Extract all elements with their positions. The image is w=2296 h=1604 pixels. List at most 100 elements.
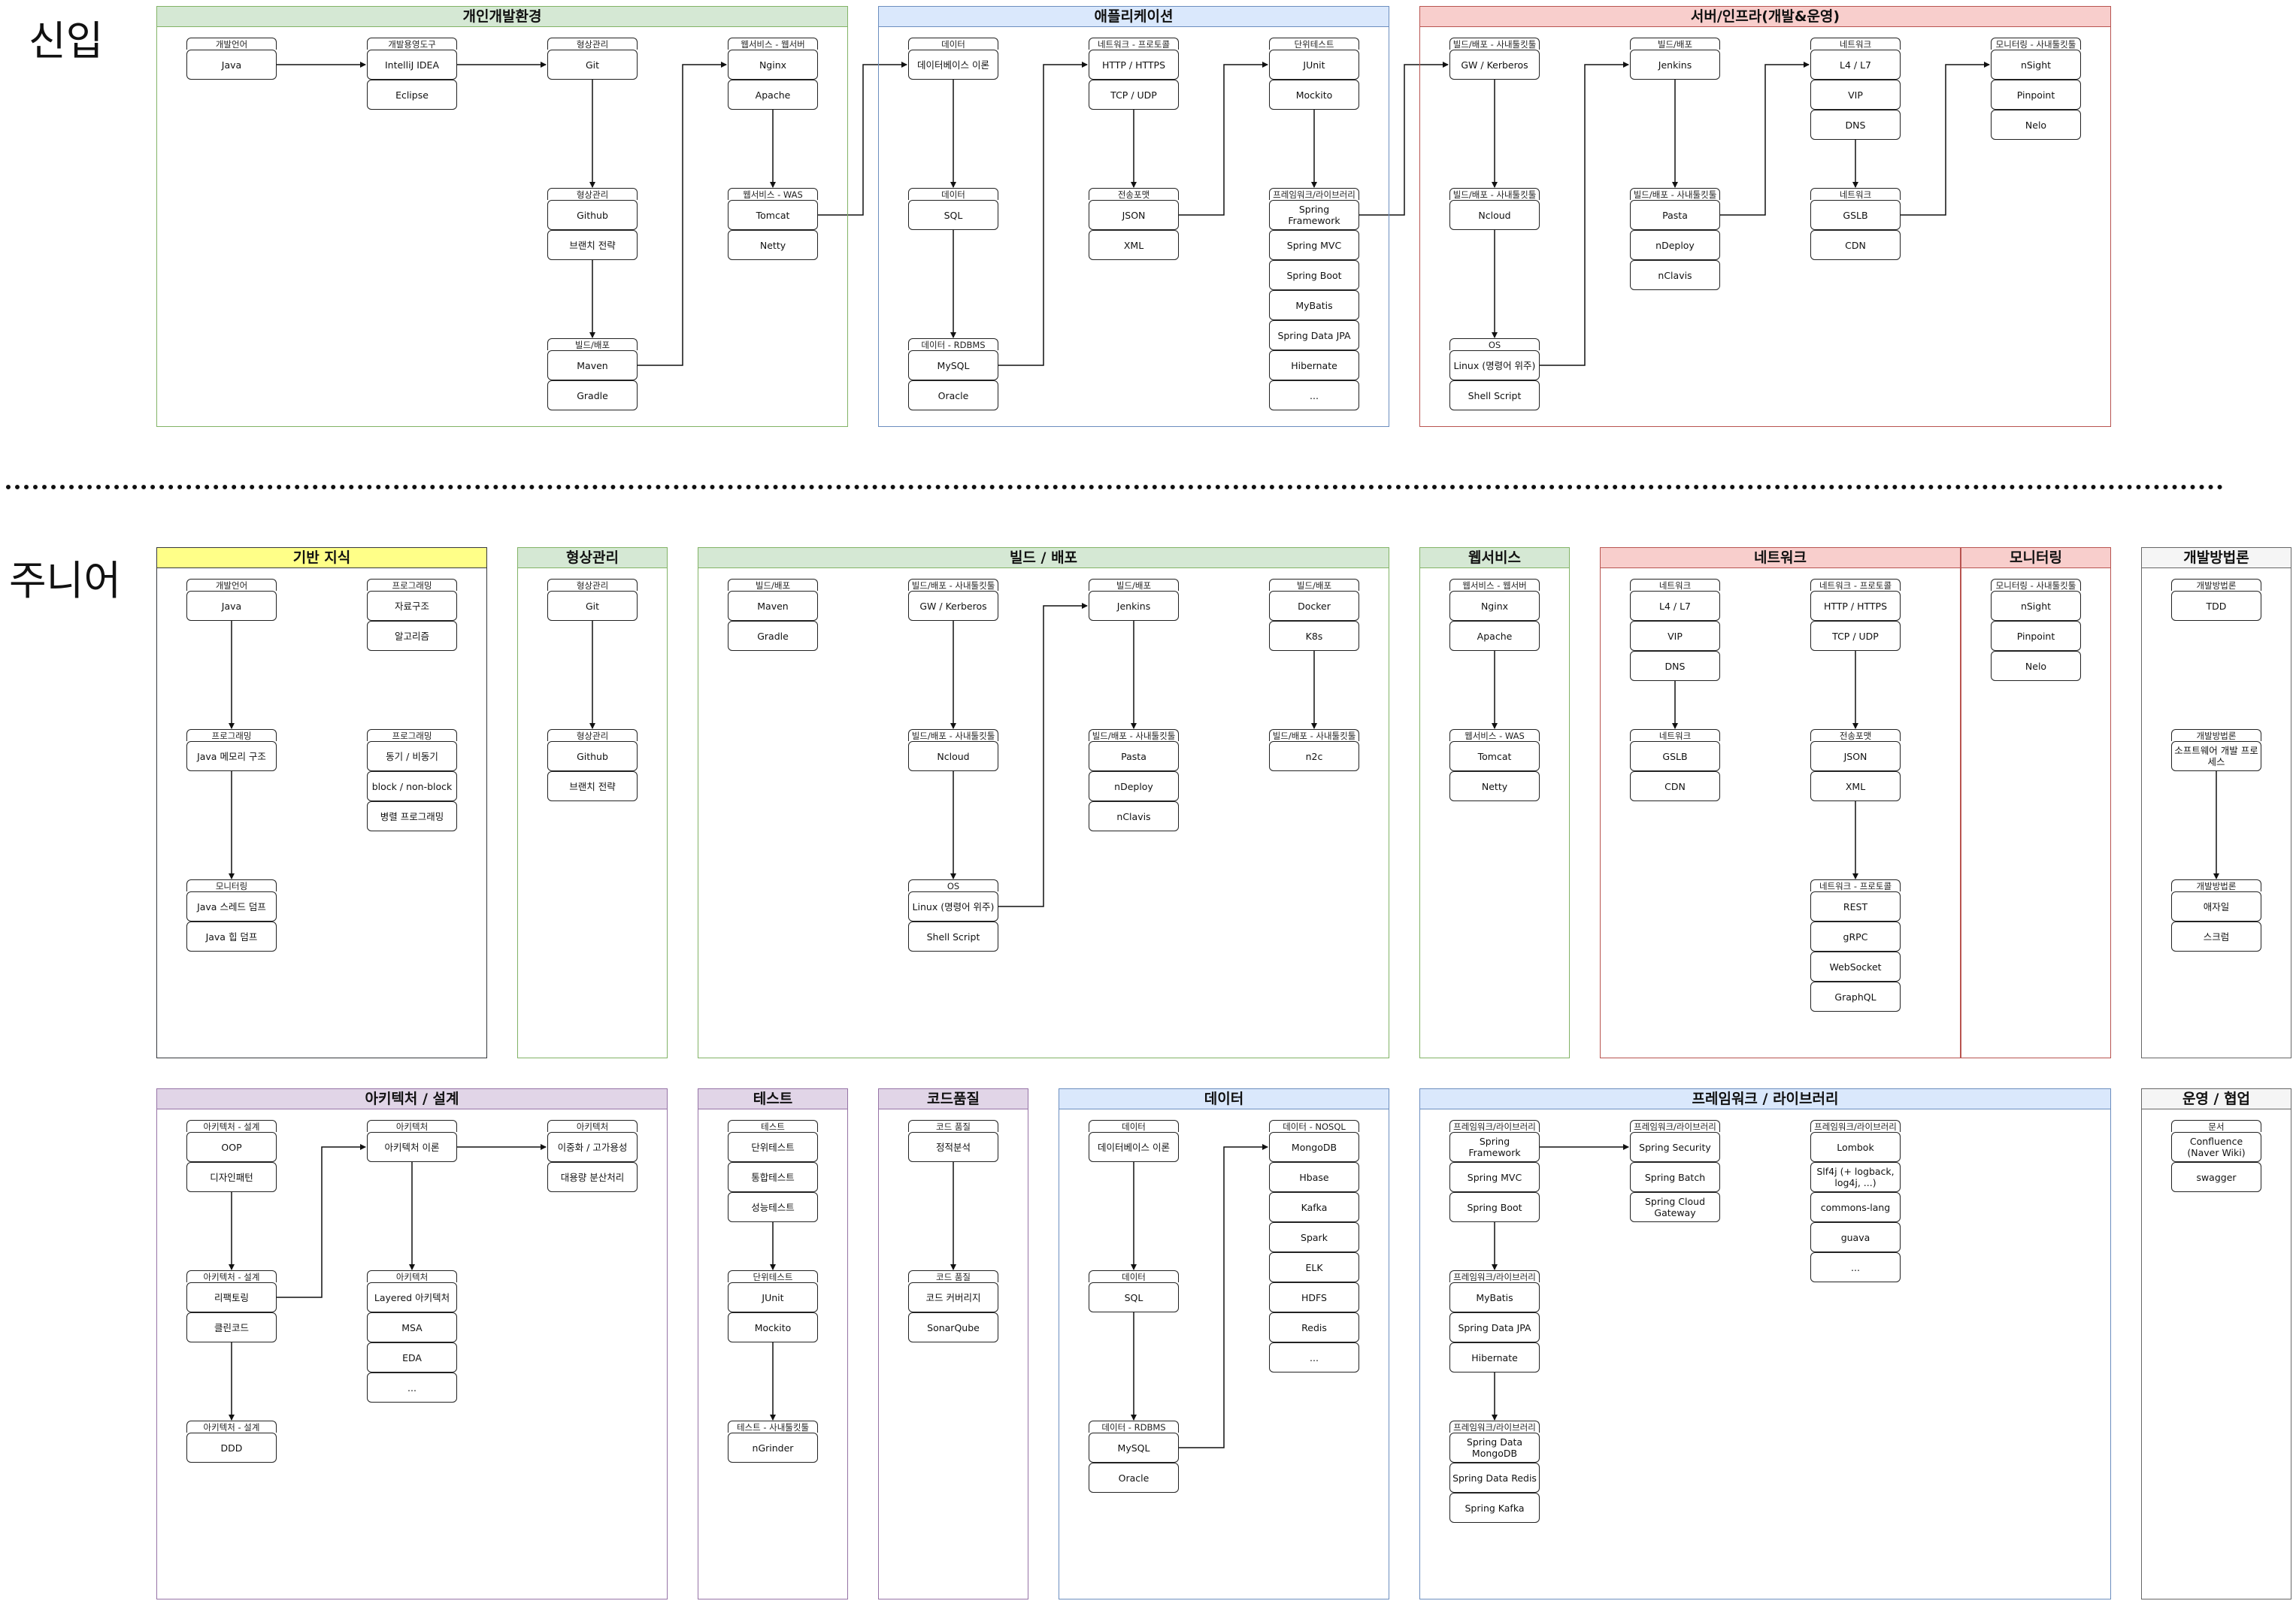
node-item: 통합테스트 (728, 1162, 818, 1192)
node-layered: Layered 아키텍처 (367, 1282, 457, 1312)
node-mongodb: MongoDB (1269, 1132, 1359, 1162)
node-shell-script: Shell Script (1449, 380, 1540, 410)
node-group-header: 네트워크 - 프로토콜 (1810, 879, 1901, 891)
node-junit: JUnit (728, 1282, 818, 1312)
node-group-header: 웹서비스 - 웹서버 (728, 38, 818, 50)
node-tcp-udp: TCP / UDP (1089, 80, 1179, 110)
section-junior-11: 프레임워크 / 라이브러리 (1419, 1088, 2111, 1599)
node-shell-script: Shell Script (908, 922, 998, 952)
section-title: 프레임워크 / 라이브러리 (1420, 1089, 2110, 1109)
node-group-header: 빌드/배포 (728, 579, 818, 591)
node-pasta: Pasta (1089, 741, 1179, 771)
section-title: 네트워크 (1601, 548, 1960, 568)
node-l4-l7: L4 / L7 (1630, 591, 1720, 621)
node-nsight: nSight (1991, 591, 2081, 621)
node-elk: ELK (1269, 1252, 1359, 1282)
node-spring-mvc: Spring MVC (1449, 1162, 1540, 1192)
section-title: 애플리케이션 (879, 7, 1389, 27)
connector-arrow-n-fmt-to-n-unit (1179, 62, 1268, 216)
node-ncloud: Ncloud (908, 741, 998, 771)
node-oracle: Oracle (908, 380, 998, 410)
section-title: 테스트 (698, 1089, 847, 1109)
section-junior-8: 테스트 (698, 1088, 848, 1599)
node-sonarqube: SonarQube (908, 1312, 998, 1342)
node-item: ... (1269, 1342, 1359, 1372)
node-cdn: CDN (1810, 230, 1901, 260)
node-spring-boot: Spring Boot (1449, 1192, 1540, 1222)
node-item: 스크럼 (2171, 922, 2261, 952)
node-group-header: 빌드/배포 - 사내툴킷툴 (908, 579, 998, 591)
node-github: Github (547, 200, 638, 230)
node-mybatis: MyBatis (1269, 290, 1359, 320)
node-sql: SQL (908, 200, 998, 230)
node-group-header: 테스트 (728, 1120, 818, 1132)
node-group-header: OS (908, 879, 998, 891)
node-group-header: 데이터 (908, 188, 998, 200)
section-junior-9: 코드품질 (878, 1088, 1028, 1599)
node-docker: Docker (1269, 591, 1359, 621)
section-junior-2: 빌드 / 배포 (698, 547, 1389, 1058)
node-item: 이중화 / 고가용성 (547, 1132, 638, 1162)
node-cdn: CDN (1630, 771, 1720, 801)
node-group-header: 네트워크 (1810, 188, 1901, 200)
node-group-header: 모니터링 - 사내툴킷툴 (1991, 579, 2081, 591)
node-jenkins: Jenkins (1089, 591, 1179, 621)
node-confluence-naver-wiki: Confluence (Naver Wiki) (2171, 1132, 2261, 1162)
node-jenkins: Jenkins (1630, 50, 1720, 80)
node-group-header: 빌드/배포 - 사내툴킷툴 (1269, 729, 1359, 741)
node-kafka: Kafka (1269, 1192, 1359, 1222)
node-item: 병렬 프로그래밍 (367, 801, 457, 831)
node-item: ... (1810, 1252, 1901, 1282)
node-group-header: 데이터 (1089, 1270, 1179, 1282)
section-title: 웹서비스 (1420, 548, 1569, 568)
node-redis: Redis (1269, 1312, 1359, 1342)
node-ddd: DDD (186, 1433, 277, 1463)
node-item: 데이터베이스 이론 (908, 50, 998, 80)
node-item: 단위테스트 (728, 1132, 818, 1162)
node-gw-kerberos: GW / Kerberos (908, 591, 998, 621)
node-eda: EDA (367, 1342, 457, 1372)
node-slf4j-logback-log4j: Slf4j (+ logback, log4j, ...) (1810, 1162, 1901, 1192)
node-group-header: 모니터링 (186, 879, 277, 891)
node-group-header: 프로그래밍 (367, 729, 457, 741)
node-item: 클린코드 (186, 1312, 277, 1342)
node-item: 대용량 분산처리 (547, 1162, 638, 1192)
node-spring-data-mongodb: Spring Data MongoDB (1449, 1433, 1540, 1463)
node-spring-batch: Spring Batch (1630, 1162, 1720, 1192)
section-title: 운영 / 협업 (2142, 1089, 2291, 1109)
node-ngrinder: nGrinder (728, 1433, 818, 1463)
node-item: ... (367, 1372, 457, 1403)
node-group-header: 데이터 (1089, 1120, 1179, 1132)
node-json: JSON (1089, 200, 1179, 230)
node-item: 코드 커버리지 (908, 1282, 998, 1312)
node-netty: Netty (1449, 771, 1540, 801)
node-ncloud: Ncloud (1449, 200, 1540, 230)
node-item: 소프트웨어 개발 프로세스 (2171, 741, 2261, 771)
node-linux: Linux (명령어 위주) (1449, 350, 1540, 380)
node-group-header: 빌드/배포 - 사내툴킷툴 (1449, 188, 1540, 200)
node-spring-security: Spring Security (1630, 1132, 1720, 1162)
node-hibernate: Hibernate (1449, 1342, 1540, 1372)
